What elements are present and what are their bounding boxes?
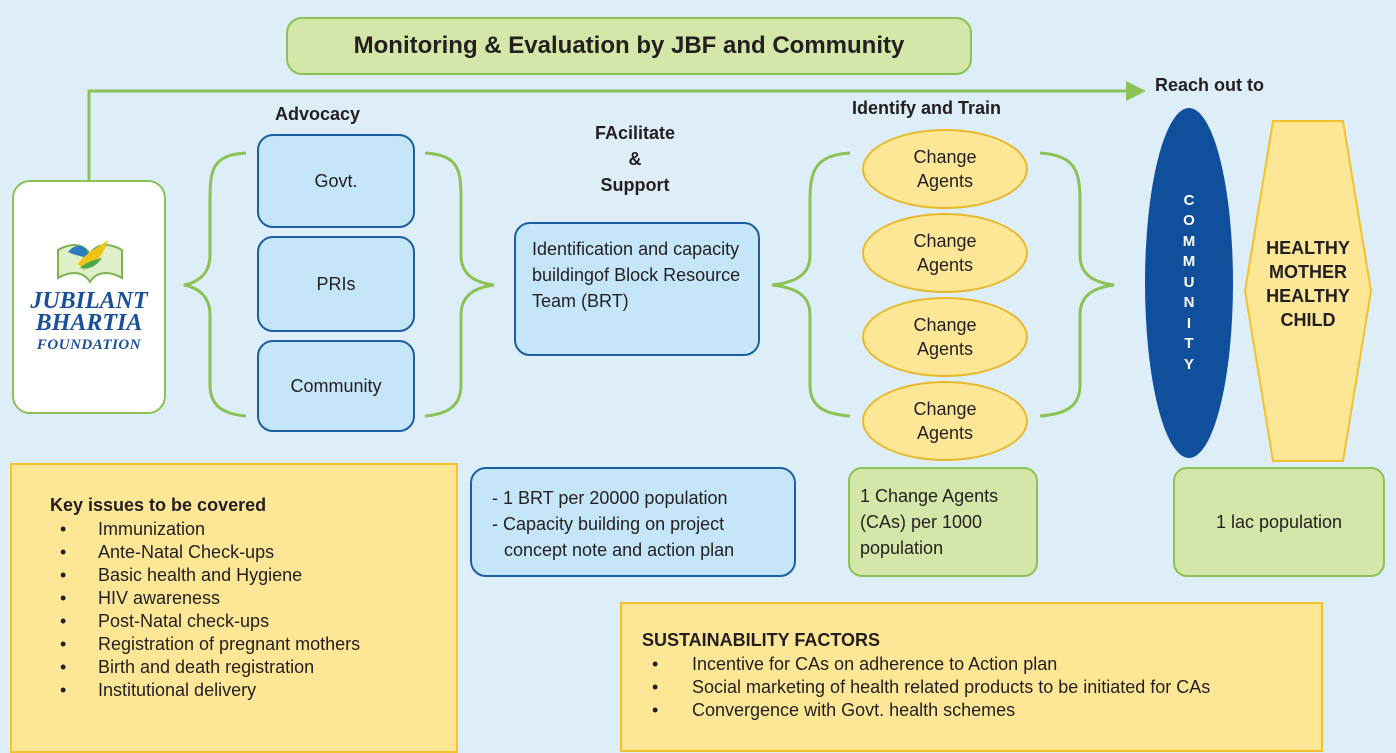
key-issue-item: Ante-Natal Check-ups bbox=[12, 541, 456, 564]
key-issues-title: Key issues to be covered bbox=[50, 495, 267, 515]
community-letter: I bbox=[1186, 314, 1192, 332]
key-issue-item: Post-Natal check-ups bbox=[12, 610, 456, 633]
key-issue-item: HIV awareness bbox=[12, 587, 456, 610]
logo-line3: FOUNDATION bbox=[36, 337, 142, 353]
key-issue-item: Institutional delivery bbox=[12, 679, 456, 702]
advocacy-pris-label: PRIs bbox=[316, 273, 356, 294]
key-issue-item: Immunization bbox=[12, 518, 456, 541]
ca-note-box: 1 Change Agents (CAs) per 1000 populatio… bbox=[848, 467, 1038, 577]
brt-note-line3: concept note and action plan bbox=[504, 540, 735, 560]
facilitate-title-line2: & bbox=[628, 149, 642, 169]
advocacy-govt-label: Govt. bbox=[314, 170, 358, 191]
facilitate-title-line3: Support bbox=[600, 175, 670, 195]
facilitate-title: FAcilitate & Support bbox=[560, 120, 710, 198]
brt-note-line2: - Capacity building on project bbox=[492, 514, 725, 534]
lac-note-text: 1 lac population bbox=[1215, 511, 1343, 532]
change-agent-4: Change Agents bbox=[862, 381, 1028, 461]
community-letter: C bbox=[1183, 191, 1195, 209]
community-letter: M bbox=[1182, 253, 1196, 271]
facilitate-title-line1: FAcilitate bbox=[594, 123, 676, 143]
sustainability-box: SUSTAINABILITY FACTORS Incentive for CAs… bbox=[620, 602, 1323, 752]
advocacy-box-govt: Govt. bbox=[257, 134, 415, 228]
change-agent-3-line1: Change bbox=[913, 315, 977, 335]
key-issue-item: Registration of pregnant mothers bbox=[12, 633, 456, 656]
healthy-hexagon bbox=[1243, 120, 1373, 462]
ca-note-line2: (CAs) per 1000 bbox=[860, 512, 983, 532]
advocacy-right-brace bbox=[424, 151, 495, 418]
bird-book-logo-icon bbox=[57, 240, 123, 284]
community-letter: N bbox=[1183, 294, 1195, 312]
advocacy-title: Advocacy bbox=[275, 104, 361, 124]
brt-box: Identification and capacity buildingof B… bbox=[514, 222, 760, 356]
header-title: Monitoring & Evaluation by JBF and Commu… bbox=[353, 32, 905, 59]
change-agent-2-line1: Change bbox=[913, 231, 977, 251]
reach-arrow-line bbox=[87, 89, 1130, 180]
sustainability-item: Social marketing of health related produ… bbox=[640, 676, 1321, 699]
key-issues-box: Key issues to be covered ImmunizationAnt… bbox=[10, 463, 458, 753]
community-letter: M bbox=[1182, 232, 1196, 250]
agents-right-brace bbox=[1039, 151, 1115, 418]
community-letter: Y bbox=[1183, 355, 1194, 373]
reach-arrow-head bbox=[1126, 81, 1146, 101]
change-agent-4-line2: Agents bbox=[916, 423, 974, 443]
logo-line1: JUBILANT bbox=[30, 288, 148, 314]
advocacy-community-label: Community bbox=[290, 375, 382, 396]
change-agent-2: Change Agents bbox=[862, 213, 1028, 293]
healthy-text: HEALTHY MOTHER HEALTHY CHILD bbox=[1243, 236, 1373, 332]
lac-note-box: 1 lac population bbox=[1173, 467, 1385, 577]
sustainability-item: Incentive for CAs on adherence to Action… bbox=[640, 653, 1321, 676]
advocacy-box-community: Community bbox=[257, 340, 415, 432]
brt-note-line1: - 1 BRT per 20000 population bbox=[492, 488, 728, 508]
community-letter: O bbox=[1183, 212, 1195, 230]
change-agent-1: Change Agents bbox=[862, 129, 1028, 209]
community-letter: T bbox=[1184, 335, 1194, 353]
jbf-logo-card: JUBILANT BHARTIA FOUNDATION bbox=[12, 180, 166, 414]
advocacy-left-brace bbox=[183, 151, 247, 418]
change-agent-1-line1: Change bbox=[913, 147, 977, 167]
key-issue-item: Basic health and Hygiene bbox=[12, 564, 456, 587]
header-banner: Monitoring & Evaluation by JBF and Commu… bbox=[286, 17, 972, 75]
identify-title: Identify and Train bbox=[852, 98, 1002, 118]
healthy-line4: CHILD bbox=[1280, 310, 1336, 330]
healthy-line2: MOTHER bbox=[1269, 262, 1347, 282]
key-issue-item: Birth and death registration bbox=[12, 656, 456, 679]
healthy-line3: HEALTHY bbox=[1266, 286, 1350, 306]
change-agent-2-line2: Agents bbox=[916, 255, 974, 275]
sustainability-list: Incentive for CAs on adherence to Action… bbox=[640, 653, 1321, 722]
sustainability-item: Convergence with Govt. health schemes bbox=[640, 699, 1321, 722]
agents-left-brace bbox=[771, 151, 851, 418]
change-agent-3: Change Agents bbox=[862, 297, 1028, 377]
ca-note-line3: population bbox=[860, 538, 944, 558]
advocacy-box-pris: PRIs bbox=[257, 236, 415, 332]
ca-note-line1: 1 Change Agents bbox=[860, 486, 999, 506]
change-agent-4-line1: Change bbox=[913, 399, 977, 419]
brt-note-box: - 1 BRT per 20000 population - Capacity … bbox=[470, 467, 796, 577]
reach-label: Reach out to bbox=[1155, 75, 1265, 95]
community-letter: U bbox=[1183, 273, 1195, 291]
change-agent-1-line2: Agents bbox=[916, 171, 974, 191]
key-issues-list: ImmunizationAnte-Natal Check-upsBasic he… bbox=[12, 518, 456, 702]
brt-box-text: Identification and capacity buildingof B… bbox=[532, 239, 741, 311]
healthy-line1: HEALTHY bbox=[1266, 238, 1350, 258]
sustainability-title: SUSTAINABILITY FACTORS bbox=[642, 630, 881, 650]
logo-line2: BHARTIA bbox=[35, 310, 143, 336]
change-agent-3-line2: Agents bbox=[916, 339, 974, 359]
